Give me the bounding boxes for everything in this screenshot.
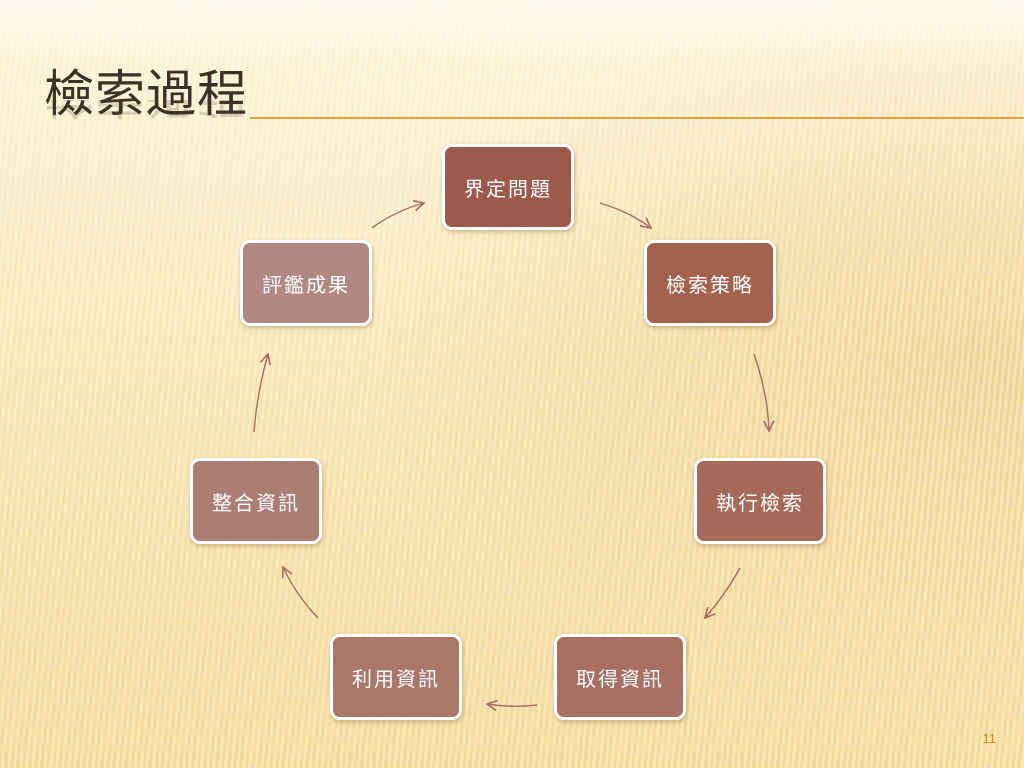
page-number: 11	[982, 731, 997, 746]
title-underline	[250, 117, 1024, 119]
node-label: 界定問題	[464, 176, 552, 201]
top-band	[0, 0, 1024, 60]
slide-title: 檢索過程	[44, 65, 248, 123]
node-integrate-information: 整合資訊	[190, 458, 322, 544]
arrow-execute-to-obtain	[705, 567, 741, 618]
arrow-define-to-strategy	[599, 202, 651, 228]
node-define-problem: 界定問題	[442, 144, 574, 230]
node-execute-search: 執行檢索	[694, 458, 826, 544]
node-obtain-information: 取得資訊	[554, 634, 686, 720]
arrow-obtain-to-use	[487, 704, 538, 706]
node-label: 利用資訊	[352, 666, 440, 691]
node-label: 執行檢索	[716, 490, 804, 515]
arrow-integrate-to-evaluate	[253, 354, 268, 433]
node-use-information: 利用資訊	[330, 634, 462, 720]
node-label: 整合資訊	[212, 490, 300, 515]
node-label: 評鑑成果	[262, 272, 350, 297]
arrow-strategy-to-execute	[753, 353, 769, 431]
arrow-use-to-integrate	[283, 567, 319, 619]
node-search-strategy: 檢索策略	[644, 240, 776, 326]
node-evaluate-results: 評鑑成果	[240, 240, 372, 326]
node-label: 取得資訊	[576, 666, 664, 691]
node-label: 檢索策略	[666, 272, 754, 297]
arrow-evaluate-to-define	[371, 203, 424, 229]
